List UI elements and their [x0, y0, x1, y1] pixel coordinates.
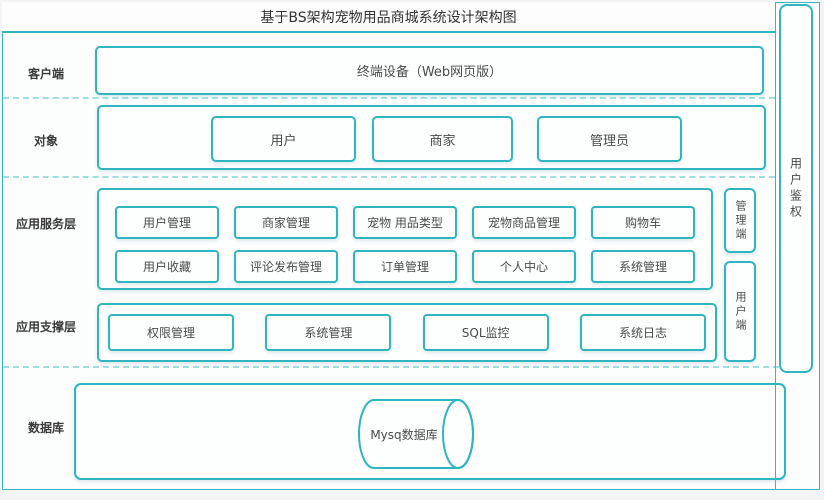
node-system-log: 系统日志 — [579, 314, 706, 351]
label-objects: 对象 — [33, 134, 58, 148]
label-support-layer: 应用支撑层 — [15, 320, 76, 334]
node-admin: 管理员 — [537, 116, 682, 162]
section-divider-client — [3, 97, 775, 99]
diagram-title: 基于BS架构宠物用品商城系统设计架构图 — [2, 2, 775, 33]
section-divider-support — [3, 366, 789, 368]
node-user: 用户 — [211, 116, 356, 162]
service-row-1: 用户管理 商家管理 宠物 用品类型 宠物商品管理 购物车 — [115, 206, 695, 239]
node-order-management: 订单管理 — [353, 250, 457, 283]
cylinder-icon — [358, 399, 474, 469]
node-user-favorites: 用户收藏 — [115, 250, 219, 283]
node-system-management-2: 系统管理 — [265, 314, 392, 351]
mysql-database-label: Mysq数据库 — [370, 427, 438, 442]
label-client: 客户端 — [27, 67, 64, 81]
node-personal-center: 个人中心 — [472, 250, 576, 283]
node-user-channel: 用户端 — [724, 261, 756, 362]
label-database: 数据库 — [27, 421, 64, 435]
right-gutter-divider — [775, 2, 776, 490]
node-permission-management: 权限管理 — [108, 314, 234, 351]
objects-container: 用户 商家 管理员 — [97, 105, 766, 170]
label-service-layer: 应用服务层 — [15, 217, 76, 231]
node-user-management: 用户管理 — [115, 206, 219, 239]
database-container: Mysq数据库 — [74, 383, 786, 480]
service-layer-container: 用户管理 商家管理 宠物 用品类型 宠物商品管理 购物车 用户收藏 评论发布管理… — [97, 188, 713, 290]
node-pet-supply-type: 宠物 用品类型 — [353, 206, 457, 239]
mysql-cylinder: Mysq数据库 — [354, 397, 478, 471]
node-admin-channel: 管理端 — [724, 188, 756, 253]
node-shopping-cart: 购物车 — [591, 206, 695, 239]
node-comment-management: 评论发布管理 — [234, 250, 338, 283]
node-pet-product-management: 宠物商品管理 — [472, 206, 576, 239]
section-divider-objects — [3, 176, 775, 178]
support-layer-container: 权限管理 系统管理 SQL监控 系统日志 — [97, 303, 717, 362]
node-merchant: 商家 — [372, 116, 513, 162]
node-system-management: 系统管理 — [591, 250, 695, 283]
service-row-2: 用户收藏 评论发布管理 订单管理 个人中心 系统管理 — [115, 250, 695, 283]
terminal-device-node: 终端设备（Web网页版） — [95, 46, 764, 95]
node-sql-monitor: SQL监控 — [422, 314, 549, 351]
node-merchant-management: 商家管理 — [234, 206, 338, 239]
user-auth-strip: 用户鉴权 — [779, 4, 813, 373]
